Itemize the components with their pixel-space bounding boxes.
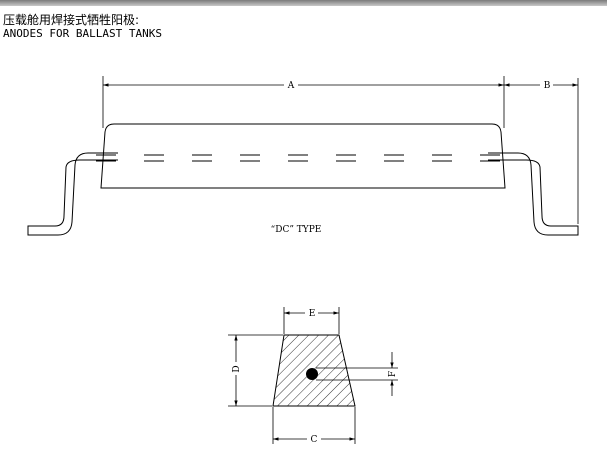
- dimension-d-label: D: [232, 365, 242, 372]
- steel-core: [306, 368, 318, 380]
- dimension-f: [316, 352, 398, 396]
- title-english: ANODES FOR BALLAST TANKS: [3, 27, 162, 40]
- dimension-d: [228, 334, 283, 407]
- title-chinese: 压载舱用焊接式牺牲阳极:: [3, 13, 140, 27]
- dimension-b: [504, 78, 579, 224]
- anode-body: [100, 123, 506, 189]
- dimension-f-label: F: [388, 371, 398, 377]
- dimension-e: [283, 307, 340, 334]
- section-profile: [272, 334, 356, 407]
- top-border: [0, 0, 607, 6]
- dimension-c: [272, 407, 356, 444]
- dimension-e-label: E: [309, 309, 316, 319]
- left-insert-strap: [27, 152, 118, 236]
- dimension-b-label: B: [544, 81, 551, 91]
- dimension-a-label: A: [287, 81, 295, 91]
- right-insert-strap: [488, 152, 579, 236]
- dimension-a: [102, 76, 505, 128]
- hidden-core-lines: [96, 154, 504, 162]
- dimension-c-label: C: [311, 435, 318, 445]
- type-label: “DC” TYPE: [271, 224, 322, 235]
